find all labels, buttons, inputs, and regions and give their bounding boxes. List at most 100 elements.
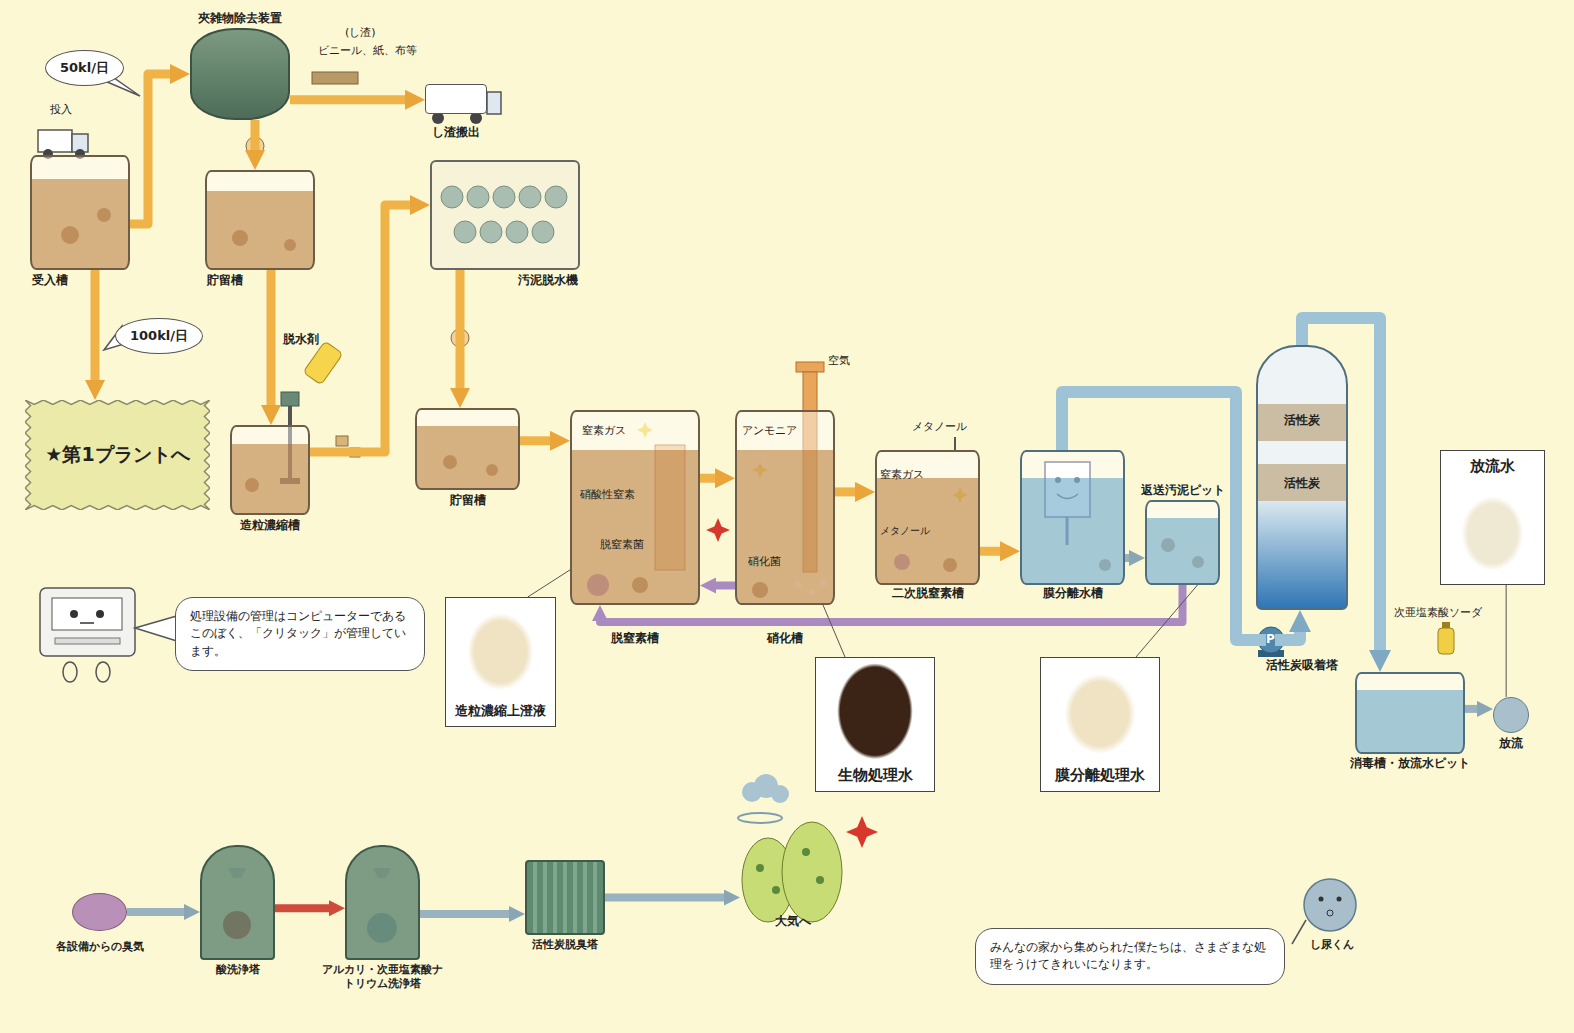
flow-arrow [980, 547, 1000, 556]
node-text: 酸洗浄塔 [216, 963, 260, 977]
computer-icon [96, 662, 110, 682]
note-label: 窒素ガス [582, 424, 626, 438]
alkali-scrubber: アルカリ・次亜塩素酸ナトリウム洗浄塔 [345, 845, 420, 960]
mascot-character [1327, 910, 1333, 916]
flow-arrow [251, 120, 260, 150]
note-label: ビニール、紙、布等 [318, 44, 417, 58]
node-text: 硝化槽 [767, 631, 803, 646]
leader-line [823, 605, 845, 657]
node-text: 消毒槽・放流水ピット [1350, 756, 1470, 771]
discharge-point: 放流 [1493, 697, 1529, 733]
flow-arrow [835, 487, 855, 496]
chemical-bottle [1442, 622, 1450, 628]
note-label: 空気 [828, 354, 850, 368]
node-text: 貯留槽 [207, 273, 243, 288]
flow-rate-bubble: 50kl/日 [45, 50, 124, 86]
computer-icon [55, 638, 120, 644]
note-label: 投入 [50, 103, 72, 117]
note-label: メタノール [880, 525, 930, 538]
sample-photo: 生物処理水 [815, 657, 935, 792]
disinfection-tank: 消毒槽・放流水ピット [1355, 672, 1465, 754]
sample-photo: 造粒濃縮上澄液 [445, 597, 556, 727]
flocculant-bottle [336, 436, 348, 446]
node-text: 返送汚泥ピット [1141, 483, 1225, 498]
note-label: 窒素ガス [880, 468, 924, 482]
leader-line [1136, 585, 1198, 657]
note-label: (し渣) [345, 26, 376, 40]
mixer [281, 392, 299, 406]
node-text: 各設備からの臭気 [56, 940, 144, 954]
odor-cloud: 各設備からの臭気 [72, 893, 127, 931]
chemical-bottle [1438, 622, 1454, 654]
node-text: 受入槽 [32, 273, 68, 288]
mascot-character [1319, 897, 1324, 902]
computer-icon [63, 662, 77, 682]
flow-arrow [605, 894, 724, 902]
flow-arrow [716, 582, 735, 590]
flow-arrow [275, 904, 329, 912]
node-text: 造粒濃縮槽 [240, 518, 300, 533]
note-label: 次亜塩素酸ソーダ [1394, 606, 1482, 620]
node-text: 夾雑物除去装置 [198, 11, 282, 26]
storage-tank: 貯留槽 [415, 408, 520, 490]
sludge-dewaterer: 汚泥脱水機 [430, 160, 580, 270]
leader-line [1506, 585, 1507, 697]
flocculant-bottle [303, 341, 343, 385]
mascot-character [1304, 879, 1356, 931]
note-label: 硝酸性窒素 [580, 488, 635, 502]
flow-arrow [1465, 705, 1477, 713]
node-text: 活性炭吸着塔 [1266, 658, 1338, 673]
node-text: 脱窒素槽 [611, 631, 659, 646]
flow-arrow [130, 74, 170, 224]
node-text: 100kl/日 [130, 327, 188, 345]
node-text: 生物処理水 [838, 766, 913, 785]
note-label: メタノール [912, 420, 967, 434]
node-text: 貯留槽 [450, 493, 486, 508]
computer-icon [80, 622, 94, 624]
hills [782, 822, 842, 922]
computer-icon [96, 610, 104, 618]
screenings-mat [312, 72, 358, 84]
nitrification-tank: 硝化槽 [735, 410, 835, 605]
computer-icon [52, 598, 122, 630]
thickening-tank: 造粒濃縮槽 [230, 425, 310, 515]
node-text: 大気へ [775, 914, 811, 929]
sample-photo: 膜分離処理水 [1040, 657, 1160, 792]
node-text: 活性炭脱臭塔 [532, 938, 598, 952]
screen-drum: 夾雑物除去装置 [190, 28, 290, 120]
air-blower-pipe [796, 362, 824, 372]
hills [772, 886, 780, 894]
node-text: みんなの家から集められた僕たちは、さまざまな処理をうけてきれいになります。 [990, 939, 1270, 974]
flow-arrow [700, 474, 715, 483]
flow-arrow [310, 205, 410, 452]
pump-letter: P [1266, 632, 1275, 647]
node-text: 膜分離水槽 [1043, 586, 1103, 601]
note-label: 脱窒素菌 [600, 538, 644, 552]
flocculant-bottle [303, 341, 360, 457]
computer-icon [40, 588, 180, 682]
flow-arrow [1125, 554, 1129, 562]
node-text: ★第1プラントへ [45, 442, 189, 468]
return-sludge-pit: 返送汚泥ピット [1145, 500, 1220, 585]
flow-arrow [456, 270, 465, 388]
jagged-outline [25, 400, 210, 510]
node-text: 造粒濃縮上澄液 [455, 702, 546, 720]
speech-callout: 処理設備の管理はコンピューターであるこのぼく、「クリタック」が管理しています。 [175, 597, 425, 671]
atmosphere: 大気へ [740, 825, 845, 910]
denitrification-tank: 脱窒素槽 [570, 410, 700, 605]
node-text: 処理設備の管理はコンピューターであるこのぼく、「クリタック」が管理しています。 [190, 608, 410, 660]
storage-tank: 貯留槽 [205, 170, 315, 270]
sample-photo: 放流水 [1440, 450, 1545, 585]
hills [756, 864, 764, 872]
flow-arrow [420, 910, 509, 918]
node-text: し渣搬出 [432, 125, 480, 140]
membrane-tank: 膜分離水槽 [1020, 450, 1125, 585]
hills [802, 848, 810, 856]
hills [846, 816, 878, 848]
plant-box: ★第1プラントへ [25, 400, 210, 510]
computer-icon [135, 615, 180, 642]
note-label: し尿くん [1310, 938, 1354, 952]
node-text: 50kl/日 [60, 59, 109, 77]
